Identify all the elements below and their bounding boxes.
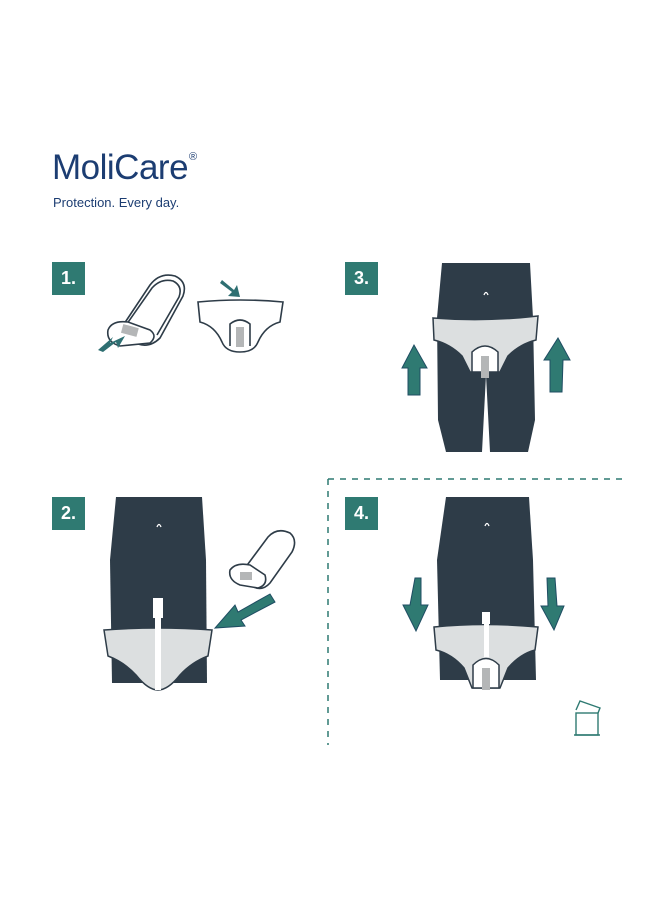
arrow-icon [540,577,565,632]
step-1-pad-illustration [106,274,186,347]
step-2-pad-illustration [228,529,296,590]
arrow-icon [98,336,125,352]
step-1-underwear-illustration [197,299,284,353]
step-3-badge: 3. [345,262,378,295]
step-3-body-illustration [432,263,539,452]
brand-name: MoliCare [52,148,189,187]
step-4-body-illustration [433,497,539,690]
step-4-dashed-border [327,478,626,745]
arrow-icon [213,593,276,629]
arrow-icon [401,343,428,396]
arrow-icon [402,577,429,633]
step-2-body-illustration [103,497,213,691]
brand-logo: MoliCare® [52,150,197,185]
arrow-icon [543,337,571,393]
registered-mark: ® [189,151,197,163]
step-1-badge: 1. [52,262,85,295]
step-4-badge: 4. [345,497,378,530]
brand-tagline: Protection. Every day. [53,195,180,210]
step-2-badge: 2. [52,497,85,530]
arrow-icon [220,280,240,297]
trash-bin-icon [574,700,601,736]
